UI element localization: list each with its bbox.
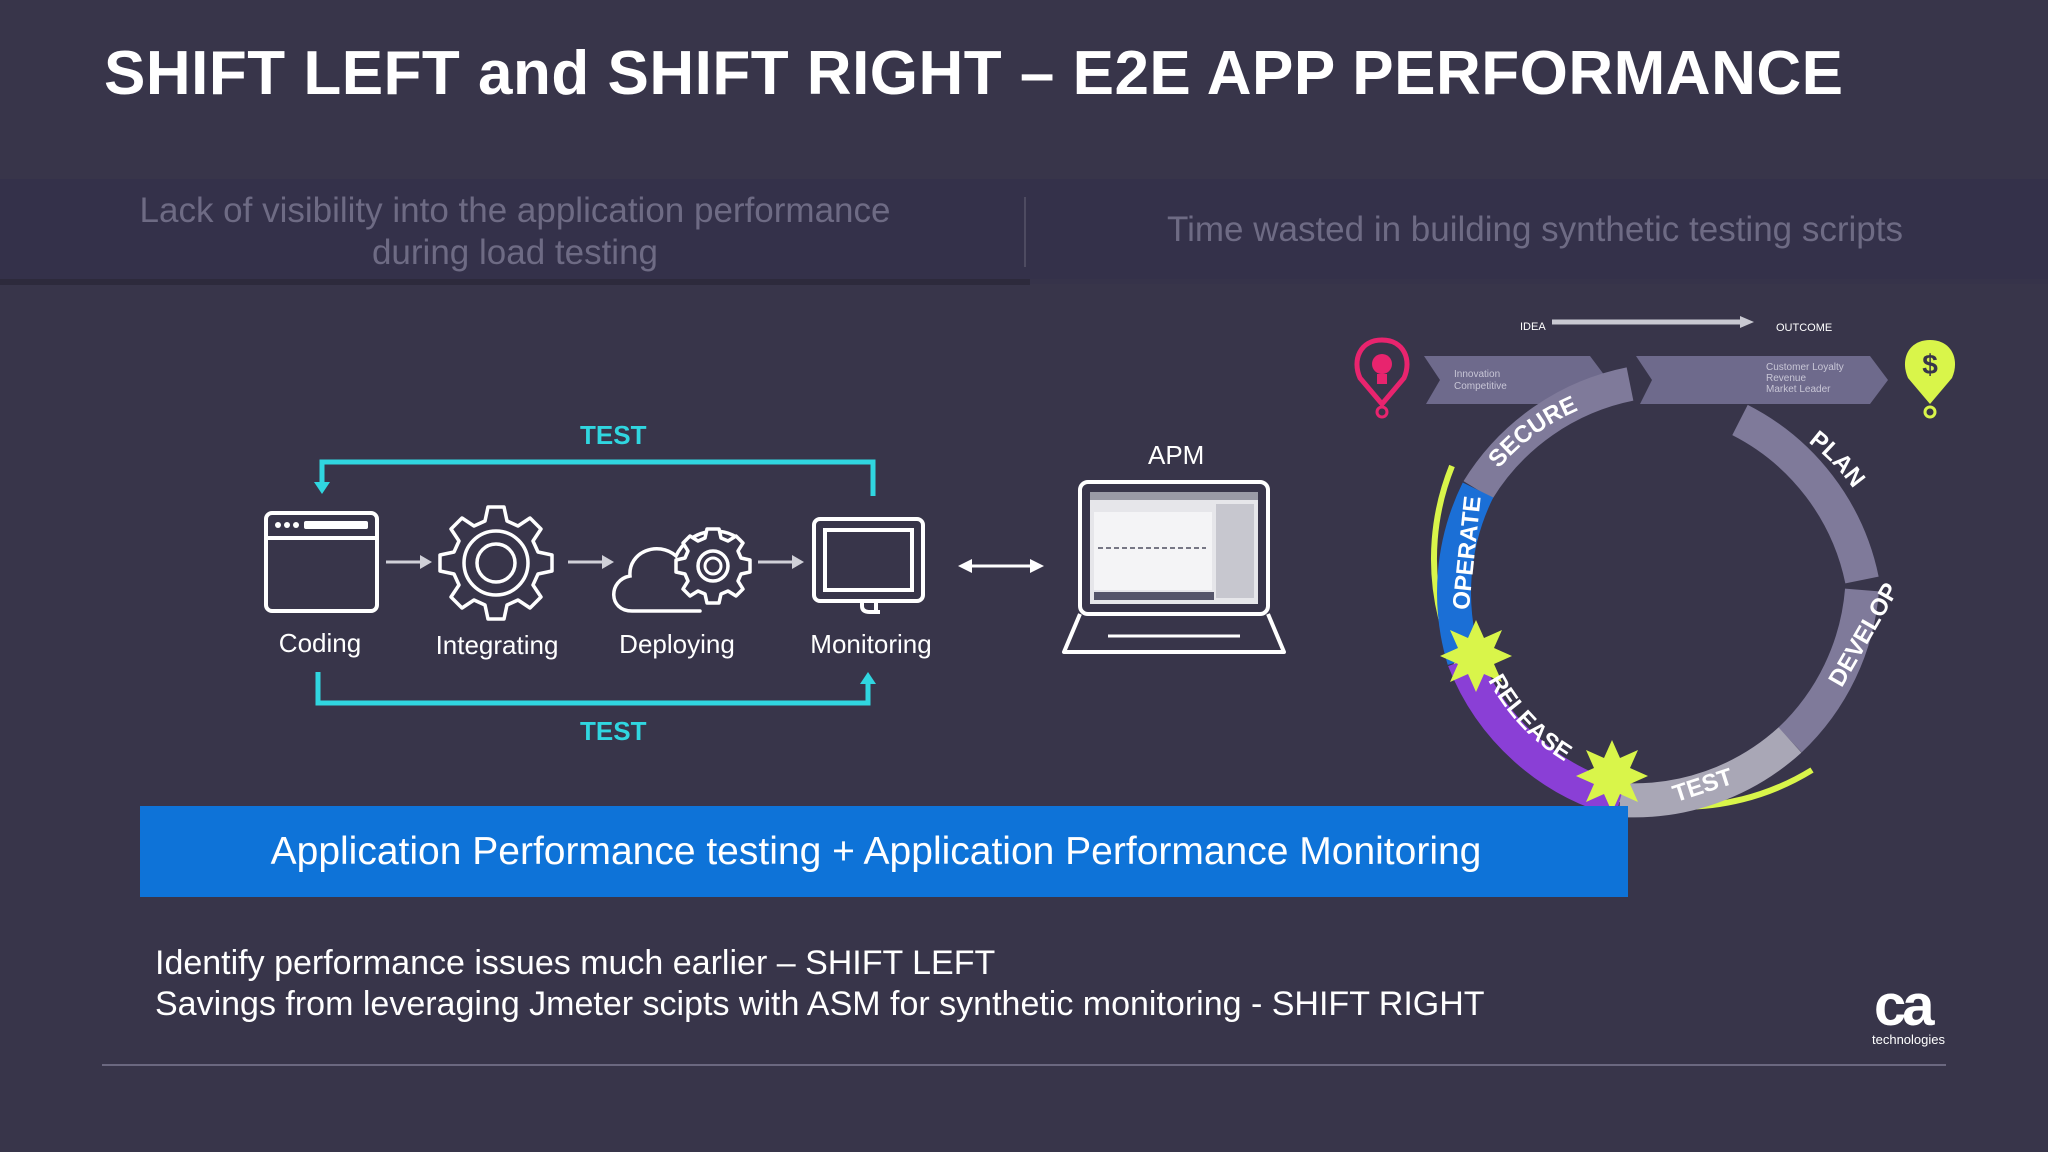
market-leader-label: Market Leader <box>1766 384 1831 395</box>
slide-title: SHIFT LEFT and SHIFT RIGHT – E2E APP PER… <box>104 39 1844 108</box>
dollar-pin-icon: $ <box>1904 340 1956 419</box>
competitive-label: Competitive <box>1454 381 1507 392</box>
ring-segment-develop <box>1778 588 1879 753</box>
ring-segment-secure <box>1463 367 1634 500</box>
ca-logo-mark: ca <box>1874 973 1934 1038</box>
burst-icon <box>1440 620 1512 692</box>
stage-label-coding: Coding <box>278 628 362 658</box>
test-label-bottom: TEST <box>580 716 647 746</box>
laptop-icon <box>1062 480 1286 654</box>
burst-icon <box>1576 740 1648 812</box>
arrow-right-icon <box>758 555 804 569</box>
monitor-icon <box>812 517 925 614</box>
test-loop-bottom <box>315 672 871 706</box>
apm-label: APM <box>1148 440 1205 470</box>
idea-label: IDEA <box>1520 321 1546 333</box>
test-loop-top <box>319 459 876 496</box>
pain-point-right-panel: Time wasted in building synthetic testin… <box>1030 179 2048 279</box>
gear-icon <box>438 505 554 621</box>
ring-segment-plan <box>1732 404 1879 584</box>
apm-summary-text: Application Performance testing + Applic… <box>270 829 1482 873</box>
banner-divider <box>1024 197 1026 267</box>
ca-logo-subtitle: technologies <box>1872 1032 1945 1047</box>
test-loop-bottom-arrowhead <box>860 672 876 684</box>
shift-right-bullet: Savings from leveraging Jmeter scipts wi… <box>155 985 1485 1023</box>
cloud-gear-icon <box>612 527 752 613</box>
footer-divider <box>102 1064 1946 1066</box>
arrow-right-icon <box>568 555 614 569</box>
double-arrow-icon <box>958 559 1044 573</box>
shift-left-bullet: Identify performance issues much earlier… <box>155 944 996 982</box>
innovation-label: Innovation <box>1454 369 1500 380</box>
test-label-top: TEST <box>580 420 647 450</box>
apm-summary-bar: Application Performance testing + Applic… <box>140 806 1628 897</box>
pain-point-left-panel: Lack of visibility into the application … <box>0 179 1030 285</box>
outcome-banner <box>1636 356 1888 404</box>
test-loop-top-arrowhead <box>314 482 330 494</box>
stage-label-deploying: Deploying <box>619 629 735 659</box>
ca-technologies-logo: ca technologies <box>1870 973 1950 1050</box>
stage-label-monitoring: Monitoring <box>810 629 932 659</box>
customer-loyalty-label: Customer Loyalty <box>1766 362 1844 373</box>
browser-window-icon <box>264 511 379 613</box>
pipeline-diagram <box>264 459 1286 706</box>
outcome-label: OUTCOME <box>1776 322 1832 334</box>
ring-segment-test <box>1618 727 1802 818</box>
arrow-right-icon <box>386 555 432 569</box>
stage-label-integrating: Integrating <box>435 630 559 660</box>
lightbulb-pin-icon <box>1354 337 1410 419</box>
pain-point-left: Lack of visibility into the application … <box>139 191 891 272</box>
pain-points-banner: Lack of visibility into the application … <box>0 179 2048 285</box>
pain-point-right: Time wasted in building synthetic testin… <box>1167 210 1903 249</box>
dollar-symbol: $ <box>1922 349 1938 380</box>
devops-loop-diagram: SECURE PLAN DEVELOP TEST RELEASE OPERATE… <box>1354 316 1956 818</box>
revenue-label: Revenue <box>1766 373 1806 384</box>
